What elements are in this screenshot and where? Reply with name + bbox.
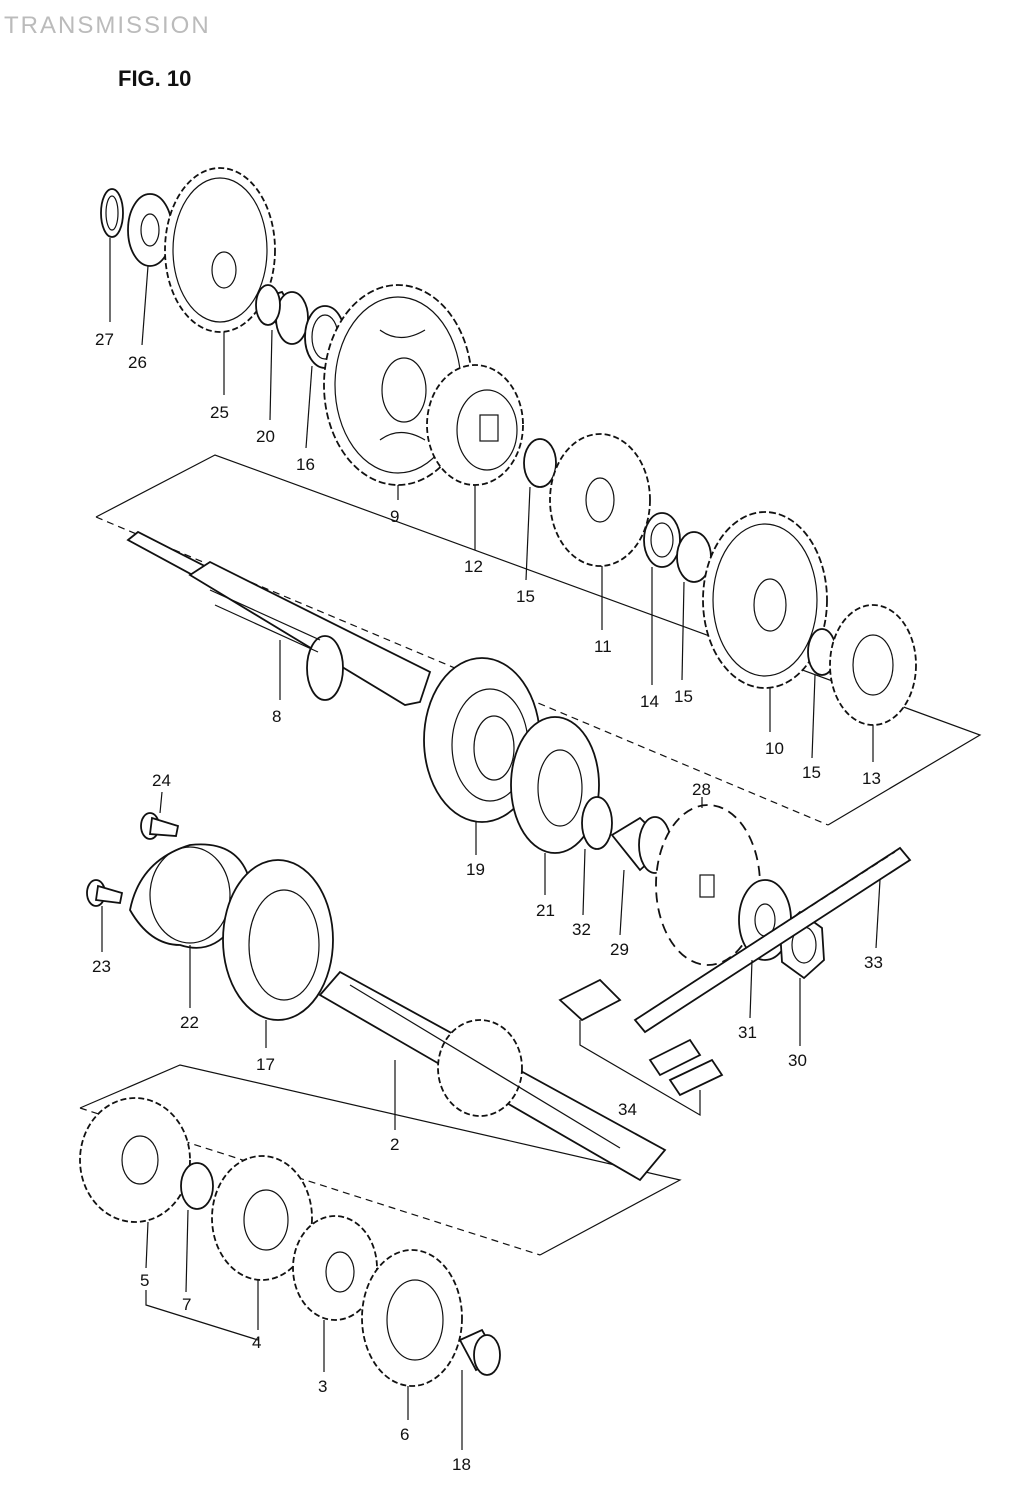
callout-20: 20 — [256, 427, 275, 446]
gear-13 — [829, 604, 917, 726]
callout-15b: 15 — [674, 687, 693, 706]
callout-9: 9 — [390, 507, 399, 526]
callout-7: 7 — [182, 1295, 191, 1314]
callout-17: 17 — [256, 1055, 275, 1074]
gear-12 — [426, 364, 524, 486]
callout-3: 3 — [318, 1377, 327, 1396]
gear-4 — [211, 1155, 313, 1281]
callout-2: 2 — [390, 1135, 399, 1154]
section-title: TRANSMISSION — [4, 12, 211, 39]
callout-11: 11 — [594, 637, 612, 656]
gear-10 — [702, 511, 828, 689]
oil-seal-21 — [510, 716, 600, 854]
callout-27: 27 — [95, 330, 114, 349]
leader-lines — [101, 238, 881, 1450]
circlip-15a — [523, 438, 557, 488]
bushing-20 — [255, 284, 309, 345]
gear-11 — [549, 433, 651, 567]
circlip-7 — [180, 1162, 214, 1210]
screw-24 — [140, 812, 180, 840]
callout-15a: 15 — [516, 587, 535, 606]
callout-31: 31 — [738, 1023, 757, 1042]
callout-16: 16 — [296, 455, 315, 474]
callout-23: 23 — [92, 957, 111, 976]
callout-6: 6 — [400, 1425, 409, 1444]
driveshaft-2 — [318, 970, 667, 1182]
callout-30: 30 — [788, 1051, 807, 1070]
gear-5 — [79, 1097, 191, 1223]
callout-5: 5 — [140, 1271, 149, 1290]
callout-14: 14 — [640, 692, 659, 711]
callout-8: 8 — [272, 707, 281, 726]
o-ring-32 — [581, 796, 613, 850]
countershaft-8 — [126, 530, 432, 706]
gear-6 — [361, 1249, 463, 1387]
bushing-18 — [458, 1328, 501, 1376]
driveshaft-axis-line — [79, 1107, 541, 1256]
callout-22: 22 — [180, 1013, 199, 1032]
driveshaft-outline — [79, 1064, 682, 1256]
callout-25: 25 — [210, 403, 229, 422]
callout-21: 21 — [536, 901, 555, 920]
chain-joint-34 — [558, 978, 724, 1097]
callout-15c: 15 — [802, 763, 821, 782]
drive-chain-33 — [633, 846, 912, 1034]
callout-28: 28 — [692, 780, 711, 799]
washer-14 — [643, 512, 681, 568]
callout-12: 12 — [464, 557, 483, 576]
callout-13: 13 — [862, 769, 881, 788]
callout-10: 10 — [765, 739, 784, 758]
callout-26: 26 — [128, 353, 147, 372]
callout-33: 33 — [864, 953, 883, 972]
callout-29: 29 — [610, 940, 629, 959]
callout-19: 19 — [466, 860, 485, 879]
callout-24: 24 — [152, 771, 171, 790]
figure-label: FIG. 10 — [118, 66, 192, 91]
bearing-17 — [222, 859, 334, 1021]
bearing-retainer-22 — [129, 843, 250, 949]
callout-4: 4 — [252, 1333, 261, 1352]
circlip-27 — [100, 188, 124, 238]
callout-32: 32 — [572, 920, 591, 939]
callout-18: 18 — [452, 1455, 471, 1474]
screw-23 — [86, 879, 124, 907]
callout-34: 34 — [618, 1100, 637, 1119]
countershaft-outline — [95, 454, 982, 826]
gear-25 — [164, 167, 276, 333]
